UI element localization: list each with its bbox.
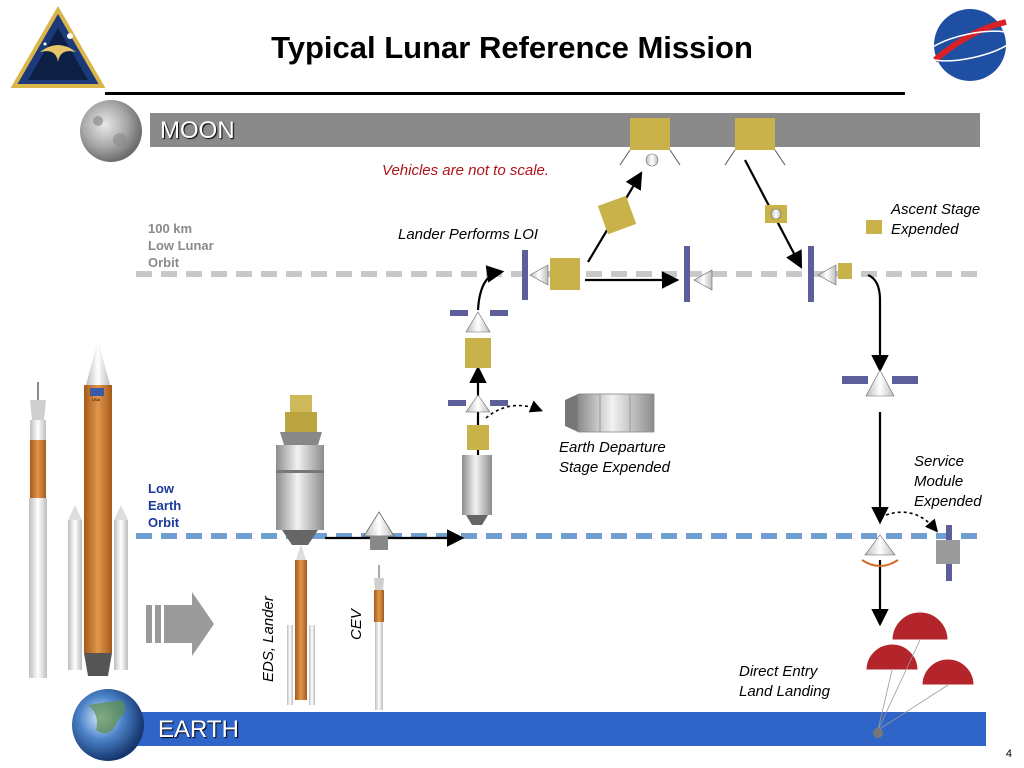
- loi-caption: Lander Performs LOI: [398, 226, 539, 243]
- direct-entry-caption: Direct Entry Land Landing: [739, 663, 830, 700]
- cev-ascent-docking: [808, 246, 852, 302]
- loi-vehicle: [522, 250, 580, 300]
- page-title: Typical Lunar Reference Mission: [271, 30, 753, 65]
- usa-marking: USA: [92, 397, 101, 402]
- eds-expended-stage: [565, 393, 655, 433]
- ares-v-rocket: USA: [68, 340, 128, 676]
- ascent-stage: [765, 205, 787, 223]
- low-lunar-orbit-label: 100 km Low Lunar Orbit: [148, 221, 214, 270]
- cev-trans-earth: [842, 369, 918, 397]
- low-earth-orbit-label: Low Earth Orbit: [148, 481, 182, 530]
- lander-on-surface-1: [619, 118, 681, 167]
- loi-arrow: [476, 265, 505, 311]
- tli-vehicle: [450, 310, 508, 368]
- ares-i-small-rocket: [374, 565, 384, 710]
- cev-lunar-orbit: [684, 246, 713, 302]
- ares-i-rocket-left: [29, 382, 47, 678]
- cev-label: CEV: [348, 609, 365, 640]
- title-divider: [105, 92, 905, 95]
- nasa-logo: [926, 9, 1014, 81]
- eds-expended-caption: Earth Departure Stage Expended: [559, 439, 670, 476]
- eds-lander-label: EDS, Lander: [260, 596, 277, 682]
- moon-band: [150, 113, 980, 147]
- service-module-caption: Service Module Expended: [914, 453, 982, 510]
- service-module-expended: [936, 525, 960, 581]
- moon-band-label: MOON: [160, 117, 235, 144]
- capsule-entry: [861, 534, 899, 567]
- moon-icon: [80, 100, 142, 162]
- parachute-icon: [865, 611, 975, 738]
- page-number: 4: [1005, 748, 1012, 760]
- descent-lander: [597, 195, 637, 235]
- earth-band: [130, 712, 986, 746]
- eds-jettison-arrow: [485, 400, 543, 419]
- earth-band-label: EARTH: [158, 716, 239, 743]
- block-arrow-icon: [146, 592, 214, 656]
- ares-v-small-rocket: [287, 544, 315, 705]
- tei-arrow: [867, 273, 889, 373]
- cev-capsule-leo: [363, 511, 395, 550]
- eds-lander-stack-leo: [276, 395, 324, 545]
- ascent-stage-caption: Ascent Stage Expended: [891, 201, 981, 238]
- altair-logo: [10, 6, 106, 88]
- sm-jettison-arrow: [885, 511, 939, 533]
- lander-on-surface-2: [724, 118, 786, 166]
- scale-note: Vehicles are not to scale.: [382, 162, 550, 179]
- docked-stack-leo: [448, 394, 508, 525]
- ascent-stage-expended: [866, 220, 882, 234]
